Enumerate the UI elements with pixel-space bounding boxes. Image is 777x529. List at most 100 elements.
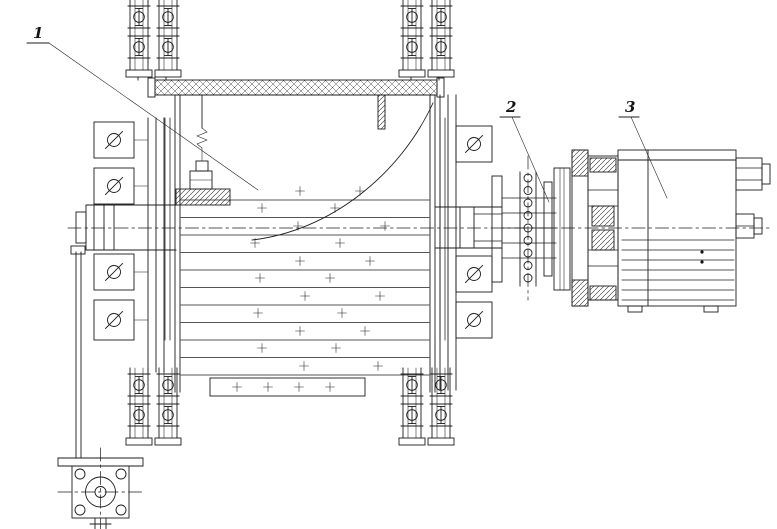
coupling-bolt: [523, 223, 533, 233]
leader-line: [511, 116, 550, 203]
callout-3: 3: [618, 98, 668, 199]
shaft-left-segment: [85, 204, 177, 251]
slat-lines: [180, 199, 430, 376]
callout-1: 1: [26, 24, 259, 191]
gear-hub-lower: [591, 229, 615, 251]
crossbeam: [147, 77, 445, 98]
drum-shell: [164, 94, 446, 393]
input-bearing-top: [571, 149, 589, 177]
coupling-bolt: [523, 211, 533, 220]
motor-fins: [621, 239, 735, 301]
hub-block: [175, 188, 231, 206]
coupling-mid-plate: [543, 181, 553, 277]
coupling-bolt: [523, 236, 533, 245]
bottom-flange-fitting: [71, 465, 130, 529]
gear-bearing-bottom: [589, 285, 617, 301]
output-stub-upper: [735, 157, 763, 191]
bearing-pad: [93, 253, 135, 291]
coupling-bolt: [523, 186, 533, 195]
shaft-right-segment: [434, 206, 503, 249]
coupling-right-flange: [553, 167, 571, 291]
coupling-left-flange: [491, 175, 503, 283]
drum-slats: [180, 199, 430, 376]
top-mounting-brackets: [126, 0, 454, 81]
motor-bolt-dot: [700, 250, 704, 254]
bearing-pad: [93, 167, 135, 205]
anchor-bolt-icon: [105, 177, 123, 195]
bracket-hanger: [399, 0, 425, 77]
coupling-bolt: [523, 173, 533, 183]
hub-and-suspension-rod: [175, 94, 231, 206]
flange-corner-bolt: [74, 504, 86, 516]
coupling-bolt: [523, 273, 533, 283]
hub-stem: [195, 160, 209, 172]
bracket-hanger: [126, 368, 152, 445]
coupling-flange-lines: [559, 167, 565, 291]
callout-2: 2: [499, 98, 550, 203]
coupling-shaft-lines: [501, 197, 557, 259]
shaft-right-step: [473, 213, 503, 242]
flange-stem: [89, 517, 112, 529]
rod-clamp: [70, 245, 86, 255]
output-cap-lower: [753, 217, 763, 235]
callout-label: 2: [505, 98, 516, 116]
output-cap-upper: [761, 163, 771, 185]
slat-rivet-marks: [250, 186, 390, 371]
bracket-hanger: [155, 368, 181, 445]
motor-foot: [627, 305, 643, 313]
rod-lines: [75, 251, 82, 459]
bracket-connectors: [137, 76, 440, 81]
leader-line: [630, 116, 668, 199]
support-column: [439, 94, 457, 391]
section-arc: [251, 102, 434, 241]
anchor-bolt-icon: [465, 311, 483, 329]
base-plate-body: [209, 377, 366, 397]
callout-label: 1: [33, 24, 43, 42]
flange-corner-bolt: [115, 504, 127, 516]
input-bearing-bottom: [571, 279, 589, 307]
coupling-bolt: [523, 198, 533, 208]
drum-end-flanges: [164, 117, 446, 341]
shaft-left-end-cap: [75, 211, 87, 244]
coupling: [491, 167, 571, 291]
flange-plate: [71, 465, 130, 519]
motor-foot: [703, 305, 719, 313]
bearing-pad: [455, 125, 493, 163]
turnbuckle-coil: [196, 127, 208, 162]
bearing-pad: [93, 121, 135, 159]
pad-ties: [133, 139, 149, 321]
flange-bore-inner: [94, 486, 107, 498]
anchor-bolt-icon: [465, 135, 483, 153]
flange-bore-outer: [85, 476, 116, 508]
output-stub-lines: [735, 167, 763, 181]
drum-walls: [174, 94, 436, 393]
bracket-hanger: [428, 0, 454, 77]
anchor-bolt-icon: [105, 263, 123, 281]
motor-gearbox: [571, 149, 771, 313]
crossbeam-right-cap: [436, 77, 445, 98]
main-shaft: [70, 204, 503, 255]
gear-hub-upper: [591, 205, 615, 227]
break-arc: [251, 102, 434, 241]
bracket-hanger: [126, 0, 152, 77]
coupling-bolt-plates: [519, 171, 537, 287]
gear-bearing-top: [589, 157, 617, 173]
anchor-bolt-icon: [105, 311, 123, 329]
drum-seal-strip: [377, 94, 386, 130]
anchor-bolt-icon: [465, 265, 483, 283]
bracket-hanger: [428, 368, 454, 445]
crossbeam-body: [154, 79, 438, 96]
flange-corner-bolt: [74, 468, 86, 480]
motor-bolt-dot: [700, 260, 704, 264]
left-bearing-support: [93, 117, 165, 373]
callout-label: 3: [625, 98, 635, 116]
right-bearing-support: [439, 94, 493, 391]
flange-corner-bolt: [115, 468, 127, 480]
leader-line: [48, 42, 259, 191]
support-column: [147, 117, 165, 373]
bearing-pad: [455, 301, 493, 339]
bracket-hanger: [399, 368, 425, 445]
crossbeam-left-cap: [147, 77, 156, 98]
